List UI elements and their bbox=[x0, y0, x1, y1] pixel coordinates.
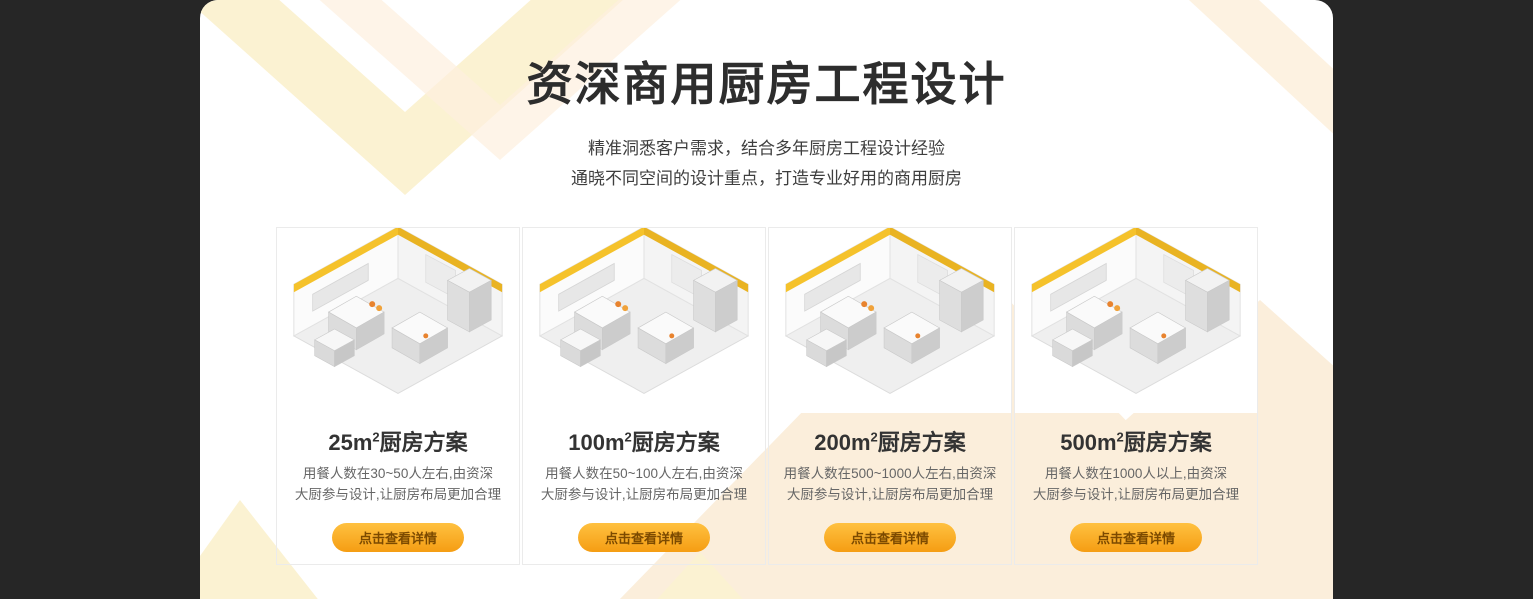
kitchen-plan-card-25: 25m2厨房方案 用餐人数在30~50人左右,由资深 大厨参与设计,让厨房布局更… bbox=[276, 227, 520, 565]
view-details-button[interactable]: 点击查看详情 bbox=[332, 522, 464, 552]
card-description: 用餐人数在1000人以上,由资深 大厨参与设计,让厨房布局更加合理 bbox=[1033, 464, 1239, 506]
card-title-area: 500m bbox=[1060, 430, 1117, 455]
card-desc-line2: 大厨参与设计,让厨房布局更加合理 bbox=[294, 486, 502, 502]
section-header: 资深商用厨房工程设计 精准洞悉客户需求，结合多年厨房工程设计经验 通晓不同空间的… bbox=[200, 48, 1333, 194]
card-title-area: 200m bbox=[814, 430, 871, 455]
card-title-sup: 2 bbox=[372, 429, 380, 445]
kitchen-plan-card-100: 100m2厨房方案 用餐人数在50~100人左右,由资深 大厨参与设计,让厨房布… bbox=[522, 227, 766, 565]
card-desc-line2: 大厨参与设计,让厨房布局更加合理 bbox=[1032, 486, 1240, 502]
kitchen-isometric-illustration-icon bbox=[293, 228, 503, 394]
kitchen-plan-card-200: 200m2厨房方案 用餐人数在500~1000人左右,由资深 大厨参与设计,让厨… bbox=[768, 227, 1012, 565]
card-desc-line1: 用餐人数在50~100人左右,由资深 bbox=[545, 466, 743, 481]
card-title-suffix: 厨房方案 bbox=[379, 430, 468, 455]
card-title-sup: 2 bbox=[1116, 429, 1124, 445]
card-title-suffix: 厨房方案 bbox=[631, 430, 720, 455]
card-title-suffix: 厨房方案 bbox=[1123, 430, 1212, 455]
kitchen-render-500 bbox=[1015, 228, 1257, 413]
card-title: 25m2厨房方案 bbox=[328, 425, 467, 457]
card-title: 500m2厨房方案 bbox=[1060, 425, 1212, 457]
kitchen-isometric-illustration-icon bbox=[539, 228, 749, 394]
card-title: 100m2厨房方案 bbox=[568, 425, 720, 457]
kitchen-isometric-illustration-icon bbox=[1031, 228, 1241, 394]
card-title: 200m2厨房方案 bbox=[814, 425, 966, 457]
card-description: 用餐人数在30~50人左右,由资深 大厨参与设计,让厨房布局更加合理 bbox=[295, 464, 501, 506]
card-description: 用餐人数在500~1000人左右,由资深 大厨参与设计,让厨房布局更加合理 bbox=[784, 464, 997, 506]
card-title-area: 100m bbox=[568, 430, 625, 455]
content-panel: 资深商用厨房工程设计 精准洞悉客户需求，结合多年厨房工程设计经验 通晓不同空间的… bbox=[200, 0, 1333, 599]
card-desc-line1: 用餐人数在500~1000人左右,由资深 bbox=[783, 466, 997, 481]
view-details-button[interactable]: 点击查看详情 bbox=[1070, 522, 1202, 552]
kitchen-isometric-illustration-icon bbox=[785, 228, 995, 394]
card-title-area: 25m bbox=[328, 430, 373, 455]
view-details-button[interactable]: 点击查看详情 bbox=[578, 522, 710, 552]
kitchen-render-100 bbox=[523, 228, 765, 413]
card-title-sup: 2 bbox=[624, 429, 632, 445]
card-description: 用餐人数在50~100人左右,由资深 大厨参与设计,让厨房布局更加合理 bbox=[541, 464, 747, 506]
cards-row: 25m2厨房方案 用餐人数在30~50人左右,由资深 大厨参与设计,让厨房布局更… bbox=[276, 227, 1258, 565]
section-title: 资深商用厨房工程设计 bbox=[526, 58, 1007, 110]
card-desc-line1: 用餐人数在30~50人左右,由资深 bbox=[302, 466, 494, 481]
kitchen-plan-card-500: 500m2厨房方案 用餐人数在1000人以上,由资深 大厨参与设计,让厨房布局更… bbox=[1014, 227, 1258, 565]
card-title-suffix: 厨房方案 bbox=[877, 430, 966, 455]
section-subtitle-line2: 通晓不同空间的设计重点，打造专业好用的商用厨房 bbox=[571, 168, 962, 188]
card-title-sup: 2 bbox=[870, 429, 878, 445]
card-desc-line1: 用餐人数在1000人以上,由资深 bbox=[1044, 466, 1228, 481]
view-details-button[interactable]: 点击查看详情 bbox=[824, 522, 956, 552]
kitchen-render-200 bbox=[769, 228, 1011, 413]
section-subtitle-line1: 精准洞悉客户需求，结合多年厨房工程设计经验 bbox=[588, 139, 945, 158]
card-desc-line2: 大厨参与设计,让厨房布局更加合理 bbox=[540, 486, 748, 502]
card-desc-line2: 大厨参与设计,让厨房布局更加合理 bbox=[786, 486, 994, 502]
kitchen-render-25 bbox=[277, 228, 519, 413]
